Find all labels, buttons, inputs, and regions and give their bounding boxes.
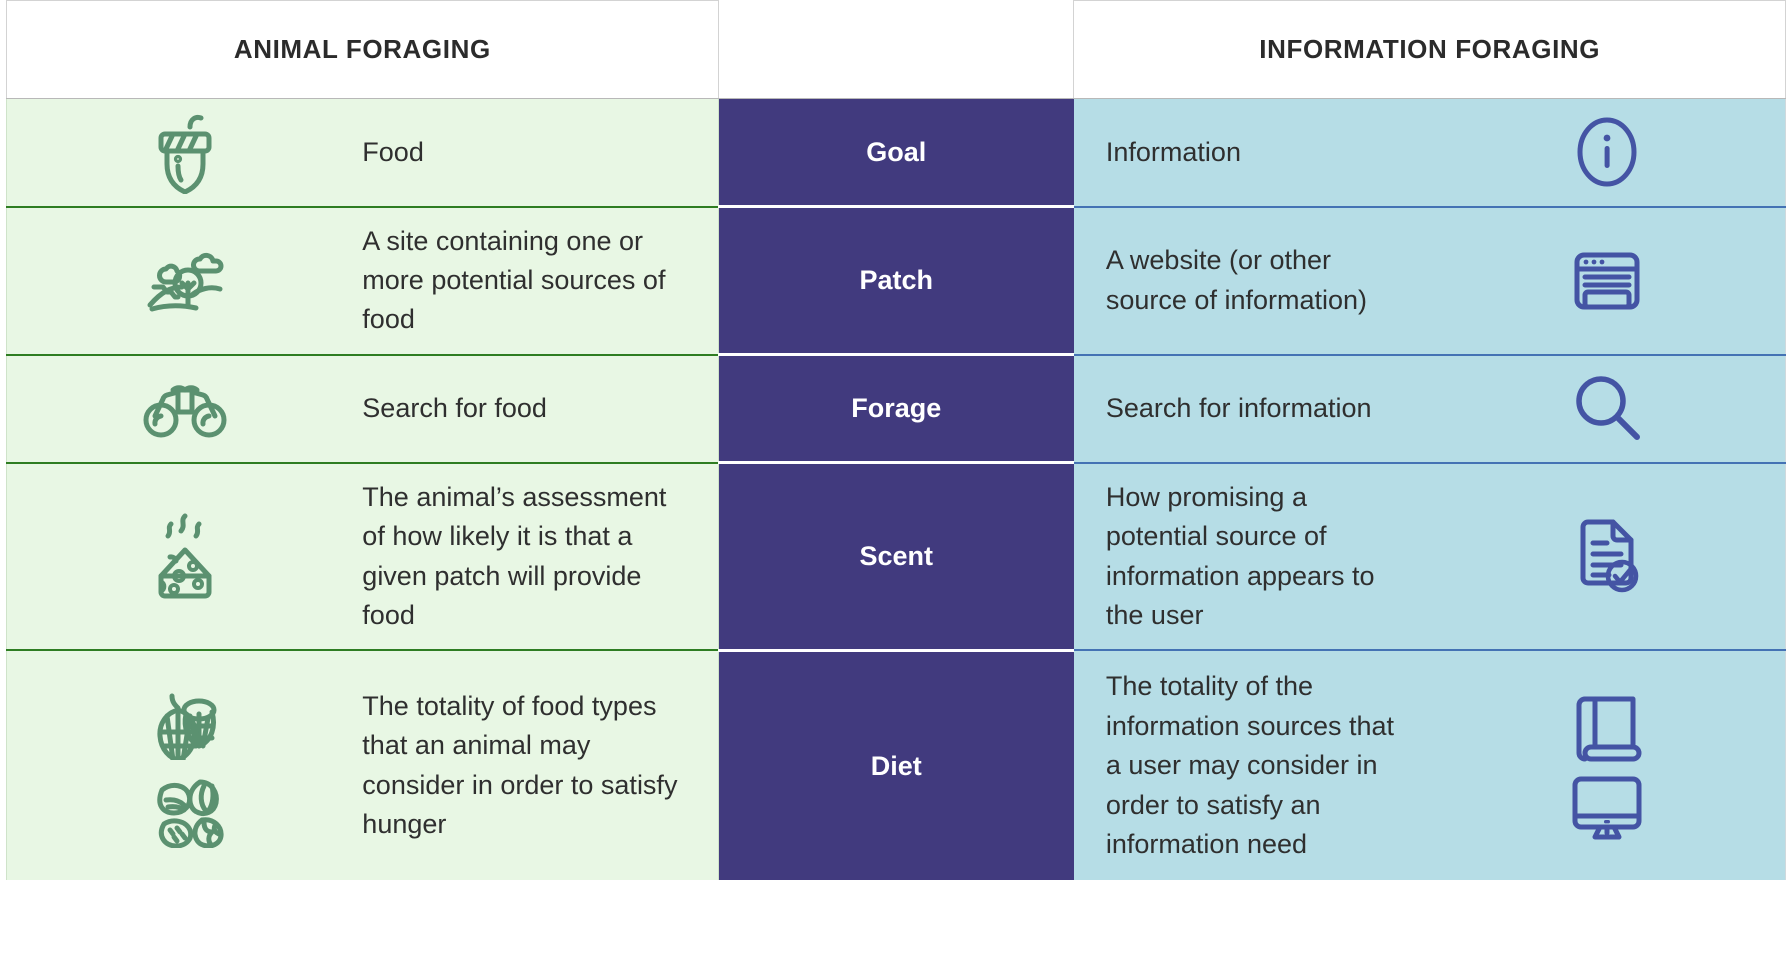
term-cell-patch: Patch — [718, 204, 1074, 355]
information-text-cell: How promising a potential source of info… — [1073, 461, 1430, 651]
information-text-cell: The totality of the information sources … — [1073, 649, 1430, 881]
table-body: Food Goal Information — [6, 98, 1786, 881]
browser-window-icon — [1430, 245, 1785, 317]
information-text-cell: Information — [1073, 98, 1430, 207]
animal-text-cell: Food — [362, 98, 719, 207]
information-icon-cell — [1429, 649, 1786, 881]
table-row: A site containing one or more potential … — [6, 204, 1786, 355]
animal-text-cell: Search for food — [362, 353, 719, 463]
animal-text-cell: A site containing one or more potential … — [362, 205, 719, 355]
information-text-cell: A website (or other source of informatio… — [1073, 205, 1430, 355]
information-icon-cell — [1429, 98, 1786, 207]
information-icon-cell — [1429, 205, 1786, 355]
binoculars-icon — [7, 378, 362, 440]
animal-icon-cell — [6, 205, 363, 355]
header-animal-foraging: ANIMAL FORAGING — [6, 0, 719, 99]
magnifying-glass-icon — [1430, 371, 1785, 447]
term-cell-scent: Scent — [718, 461, 1074, 651]
hops-and-nuts-icon — [7, 684, 362, 848]
information-text-cell: Search for information — [1073, 353, 1430, 463]
book-icon — [1569, 689, 1645, 763]
term-cell-goal: Goal — [718, 98, 1074, 207]
book-and-monitor-icon — [1430, 689, 1785, 843]
header-spacer — [718, 0, 1074, 99]
table-row: The totality of food types that an anima… — [6, 648, 1786, 881]
animal-text-cell: The animal’s assessment of how likely it… — [362, 461, 719, 651]
acorn-icon — [7, 110, 362, 195]
animal-icon-cell — [6, 461, 363, 651]
table-header: ANIMAL FORAGING INFORMATION FORAGING — [6, 0, 1786, 99]
hops-icon — [142, 684, 228, 760]
cheese-steam-icon — [7, 510, 362, 604]
info-circle-icon — [1430, 112, 1785, 192]
term-cell-diet: Diet — [718, 648, 1074, 881]
table-row: Search for food Forage Search for inform… — [6, 353, 1786, 463]
field-landscape-icon — [7, 245, 362, 317]
table-row: The animal’s assessment of how likely it… — [6, 461, 1786, 651]
animal-icon-cell — [6, 98, 363, 207]
animal-icon-cell — [6, 649, 363, 881]
nuts-icon — [142, 768, 228, 848]
foraging-comparison-table: ANIMAL FORAGING INFORMATION FORAGING — [6, 0, 1786, 881]
monitor-icon — [1567, 771, 1647, 843]
table-row: Food Goal Information — [6, 98, 1786, 207]
animal-text-cell: The totality of food types that an anima… — [362, 649, 719, 881]
header-row: ANIMAL FORAGING INFORMATION FORAGING — [6, 0, 1786, 99]
information-icon-cell — [1429, 353, 1786, 463]
header-information-foraging: INFORMATION FORAGING — [1073, 0, 1786, 99]
animal-icon-cell — [6, 353, 363, 463]
document-check-icon — [1430, 515, 1785, 599]
information-icon-cell — [1429, 461, 1786, 651]
term-cell-forage: Forage — [718, 353, 1074, 463]
